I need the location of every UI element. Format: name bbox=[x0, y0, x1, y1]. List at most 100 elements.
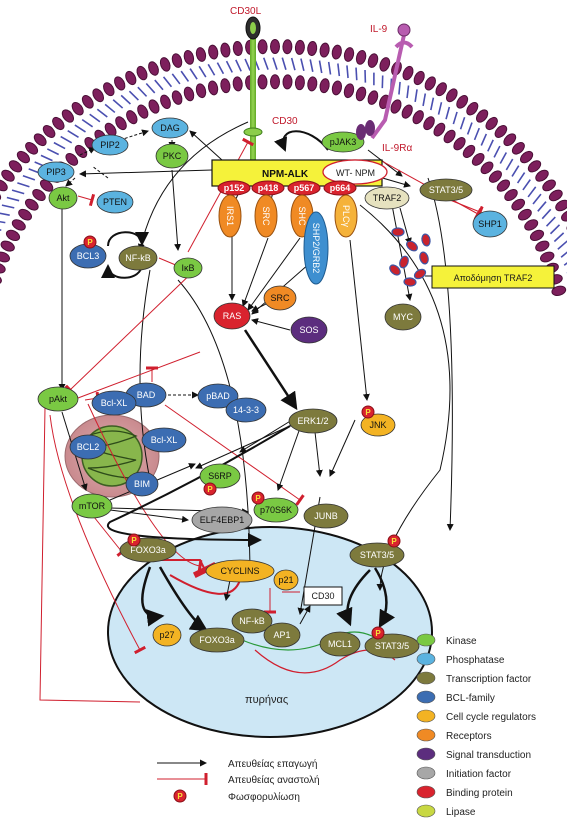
mtor-label: mTOR bbox=[79, 501, 106, 511]
lipid bbox=[6, 196, 20, 202]
lipid bbox=[511, 198, 526, 211]
legend-phospho-p: P bbox=[177, 792, 183, 801]
phospho-site: p567 bbox=[287, 180, 321, 196]
traf2-fragment bbox=[413, 268, 427, 280]
lipid bbox=[529, 229, 545, 242]
lipid bbox=[11, 189, 25, 195]
lipid bbox=[290, 57, 296, 71]
line-legend: Απευθείας επαγωγή Απευθείας αναστολή P Φ… bbox=[157, 758, 320, 803]
ras-label: RAS bbox=[223, 311, 242, 321]
phospho-badge: P bbox=[387, 534, 401, 548]
lipid bbox=[272, 57, 278, 70]
phospho-badge: P bbox=[203, 482, 217, 496]
lipid bbox=[257, 74, 268, 90]
lipid bbox=[171, 73, 181, 85]
stat35-node: STAT3/5 bbox=[419, 178, 473, 202]
lipid bbox=[319, 78, 330, 94]
phospho-badge: P bbox=[251, 491, 265, 505]
lipid bbox=[33, 133, 47, 147]
lipid bbox=[39, 179, 54, 192]
lipid bbox=[487, 139, 494, 152]
lipid bbox=[220, 42, 231, 58]
lipid bbox=[104, 103, 116, 114]
lipid bbox=[445, 88, 458, 103]
il9ra-label: IL-9Rα bbox=[382, 143, 412, 154]
phospho-badge-label: P bbox=[391, 537, 397, 546]
bclxl-mid-node: Bcl-XL bbox=[141, 427, 187, 453]
lipid bbox=[18, 208, 33, 221]
lipid bbox=[406, 85, 410, 99]
lipid bbox=[17, 182, 30, 188]
legend-label: Receptors bbox=[446, 731, 492, 742]
lipid bbox=[0, 227, 2, 231]
p27-label: p27 bbox=[159, 630, 174, 640]
legend-item: Initiation factor bbox=[416, 766, 512, 780]
lipid bbox=[346, 65, 349, 79]
traf2-node: TRAF2 bbox=[364, 186, 410, 210]
pakt-label: pAkt bbox=[49, 394, 68, 404]
lipid bbox=[171, 53, 183, 68]
foxo3a-nuc-label: FOXO3a bbox=[199, 635, 235, 645]
phospho-badge: P bbox=[371, 626, 385, 640]
phospho-badge-label: P bbox=[365, 408, 371, 417]
lipid bbox=[257, 39, 268, 55]
lipid bbox=[220, 78, 231, 94]
traf2-fragment bbox=[399, 255, 409, 269]
lipid bbox=[318, 60, 323, 74]
traf2-fragment bbox=[391, 227, 405, 237]
lipid bbox=[81, 94, 94, 109]
lipid bbox=[504, 188, 518, 202]
lipid bbox=[423, 116, 435, 131]
lipid bbox=[553, 232, 565, 243]
lipid bbox=[503, 133, 517, 147]
lipid bbox=[160, 94, 171, 110]
lipid bbox=[475, 109, 489, 123]
nfkb-nuc-node: NF-kB bbox=[231, 608, 273, 634]
lipid bbox=[53, 141, 66, 150]
cd30l-ligand bbox=[243, 16, 263, 137]
lipid bbox=[103, 82, 115, 97]
lipid bbox=[307, 41, 318, 56]
lipid bbox=[207, 63, 216, 76]
phospho-site-label: p567 bbox=[294, 183, 315, 193]
legend-label: Transcription factor bbox=[446, 674, 532, 685]
legend-label: Kinase bbox=[446, 636, 477, 647]
shp1-label: SHP1 bbox=[478, 219, 502, 229]
lipid bbox=[527, 160, 542, 173]
lipid bbox=[74, 144, 88, 158]
phospho-badge-label: P bbox=[255, 494, 261, 503]
lipid bbox=[1, 169, 15, 182]
lipid bbox=[232, 41, 243, 56]
src-node: SRC bbox=[263, 285, 297, 311]
lipid bbox=[183, 50, 195, 65]
lipid bbox=[171, 90, 183, 105]
lipid bbox=[126, 110, 138, 125]
cell-membrane bbox=[0, 39, 567, 296]
lipid bbox=[466, 122, 473, 135]
stat35-low-label: STAT3/5 bbox=[360, 550, 394, 560]
lipid bbox=[331, 44, 342, 60]
adapter-node: PLCγ bbox=[334, 194, 358, 238]
lipid bbox=[281, 57, 287, 70]
lipid bbox=[517, 208, 532, 221]
lipid bbox=[462, 144, 476, 158]
legend-label: Cell cycle regulators bbox=[446, 712, 536, 723]
phospho-badge-label: P bbox=[207, 485, 213, 494]
lipid bbox=[541, 208, 552, 220]
lipid bbox=[414, 89, 418, 102]
lipid bbox=[74, 124, 86, 133]
lipid bbox=[542, 179, 556, 192]
lipid bbox=[0, 189, 2, 202]
lipid bbox=[11, 219, 26, 231]
lipid bbox=[148, 99, 160, 114]
lipid bbox=[466, 101, 479, 116]
lipid bbox=[162, 76, 173, 88]
lipid bbox=[402, 65, 414, 81]
lipid bbox=[537, 201, 547, 212]
pbad-node: pBAD bbox=[197, 383, 239, 409]
dag-node: DAG bbox=[151, 117, 189, 139]
bim-label: BIM bbox=[134, 479, 150, 489]
cd30l-label: CD30L bbox=[230, 6, 262, 17]
lipid bbox=[412, 110, 424, 125]
